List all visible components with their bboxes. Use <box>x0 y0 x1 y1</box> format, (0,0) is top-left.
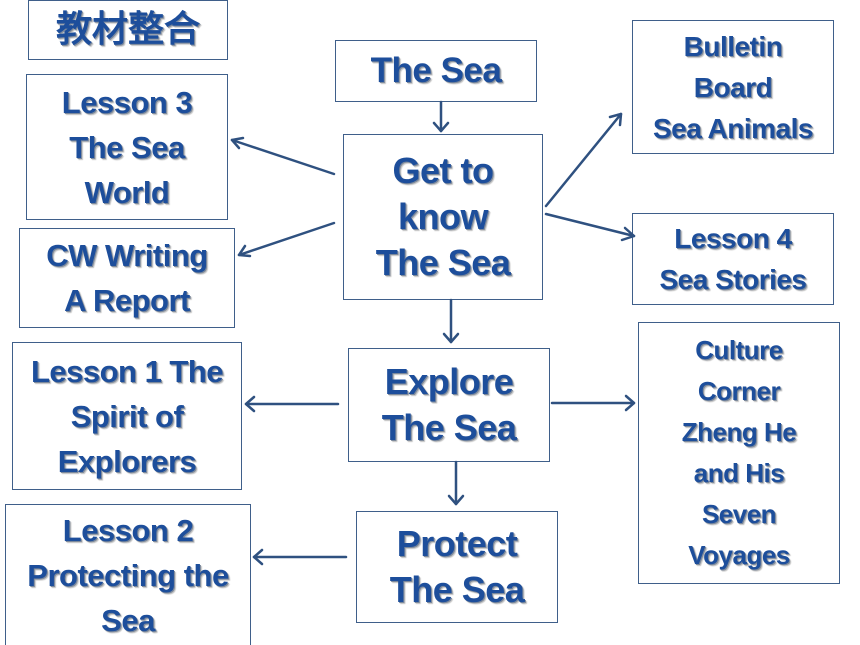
arrow-know-to-cw-writing <box>237 221 336 258</box>
node-get-to-know-line-3: The Sea <box>375 242 511 283</box>
node-culture-line-1: Culture <box>695 335 783 365</box>
node-get-to-know-the-sea: Get to know The Sea <box>343 134 543 300</box>
node-culture-line-2: Corner <box>697 376 781 406</box>
node-lesson-3-line-3: World <box>84 174 170 210</box>
node-protect-line-2: The Sea <box>389 569 525 610</box>
node-protect-the-sea: Protect The Sea <box>356 511 558 623</box>
node-protect-line-1: Protect <box>396 523 518 564</box>
node-culture-corner: Culture Corner Zheng He and His Seven Vo… <box>638 322 840 584</box>
node-explore-the-sea: Explore The Sea <box>348 348 550 462</box>
node-bulletin-line-2: Board <box>693 71 773 103</box>
node-lesson-3-line-1: Lesson 3 <box>61 84 193 120</box>
title-box: 教材整合 <box>28 0 228 60</box>
node-cw-writing-line-2: A Report <box>64 283 190 318</box>
node-lesson-1-line-3: Explorers <box>57 443 197 479</box>
arrow-explore-to-protect <box>447 460 465 506</box>
node-explore-line-2: The Sea <box>381 407 517 448</box>
node-explore-line-1: Explore <box>384 361 514 402</box>
node-lesson-2-line-2: Protecting the <box>27 557 229 593</box>
node-lesson-2-line-1: Lesson 2 <box>62 512 194 548</box>
node-lesson-1: Lesson 1 The Spirit of Explorers <box>12 342 242 490</box>
node-the-sea: The Sea <box>335 40 537 102</box>
node-cw-writing-line-1: CW Writing <box>46 238 208 273</box>
node-get-to-know-line-2: know <box>397 196 489 237</box>
node-lesson-2: Lesson 2 Protecting the Sea <box>5 504 251 645</box>
arrow-explore-to-culture <box>550 394 636 412</box>
arrow-know-to-lesson-3 <box>230 136 336 176</box>
node-bulletin-line-1: Bulletin <box>683 30 783 62</box>
node-culture-line-6: Voyages <box>688 540 790 570</box>
arrow-protect-to-lesson-2 <box>252 548 348 566</box>
node-lesson-4: Lesson 4 Sea Stories <box>632 213 834 305</box>
arrow-know-to-lesson-4 <box>544 212 636 242</box>
arrow-know-to-bulletin <box>544 112 623 208</box>
arrow-explore-to-lesson-1 <box>244 395 340 413</box>
title-text: 教材整合 <box>55 9 200 50</box>
node-the-sea-line-1: The Sea <box>370 51 502 90</box>
node-lesson-3: Lesson 3 The Sea World <box>26 74 228 220</box>
node-bulletin-board: Bulletin Board Sea Animals <box>632 20 834 154</box>
arrow-know-to-explore <box>442 298 460 344</box>
node-bulletin-line-3: Sea Animals <box>653 112 813 144</box>
arrow-sea-to-know <box>432 100 450 133</box>
node-lesson-2-line-3: Sea <box>101 602 155 638</box>
node-get-to-know-line-1: Get to <box>392 150 495 191</box>
node-lesson-1-line-1: Lesson 1 The <box>30 353 224 389</box>
node-lesson-4-line-2: Sea Stories <box>659 264 807 295</box>
node-lesson-3-line-2: The Sea <box>69 129 185 165</box>
node-culture-line-3: Zheng He <box>681 417 797 447</box>
node-cw-writing: CW Writing A Report <box>19 228 235 328</box>
node-lesson-1-line-2: Spirit of <box>70 398 184 434</box>
node-culture-line-4: and His <box>693 458 785 488</box>
node-culture-line-5: Seven <box>701 499 777 529</box>
node-lesson-4-line-1: Lesson 4 <box>674 223 792 254</box>
